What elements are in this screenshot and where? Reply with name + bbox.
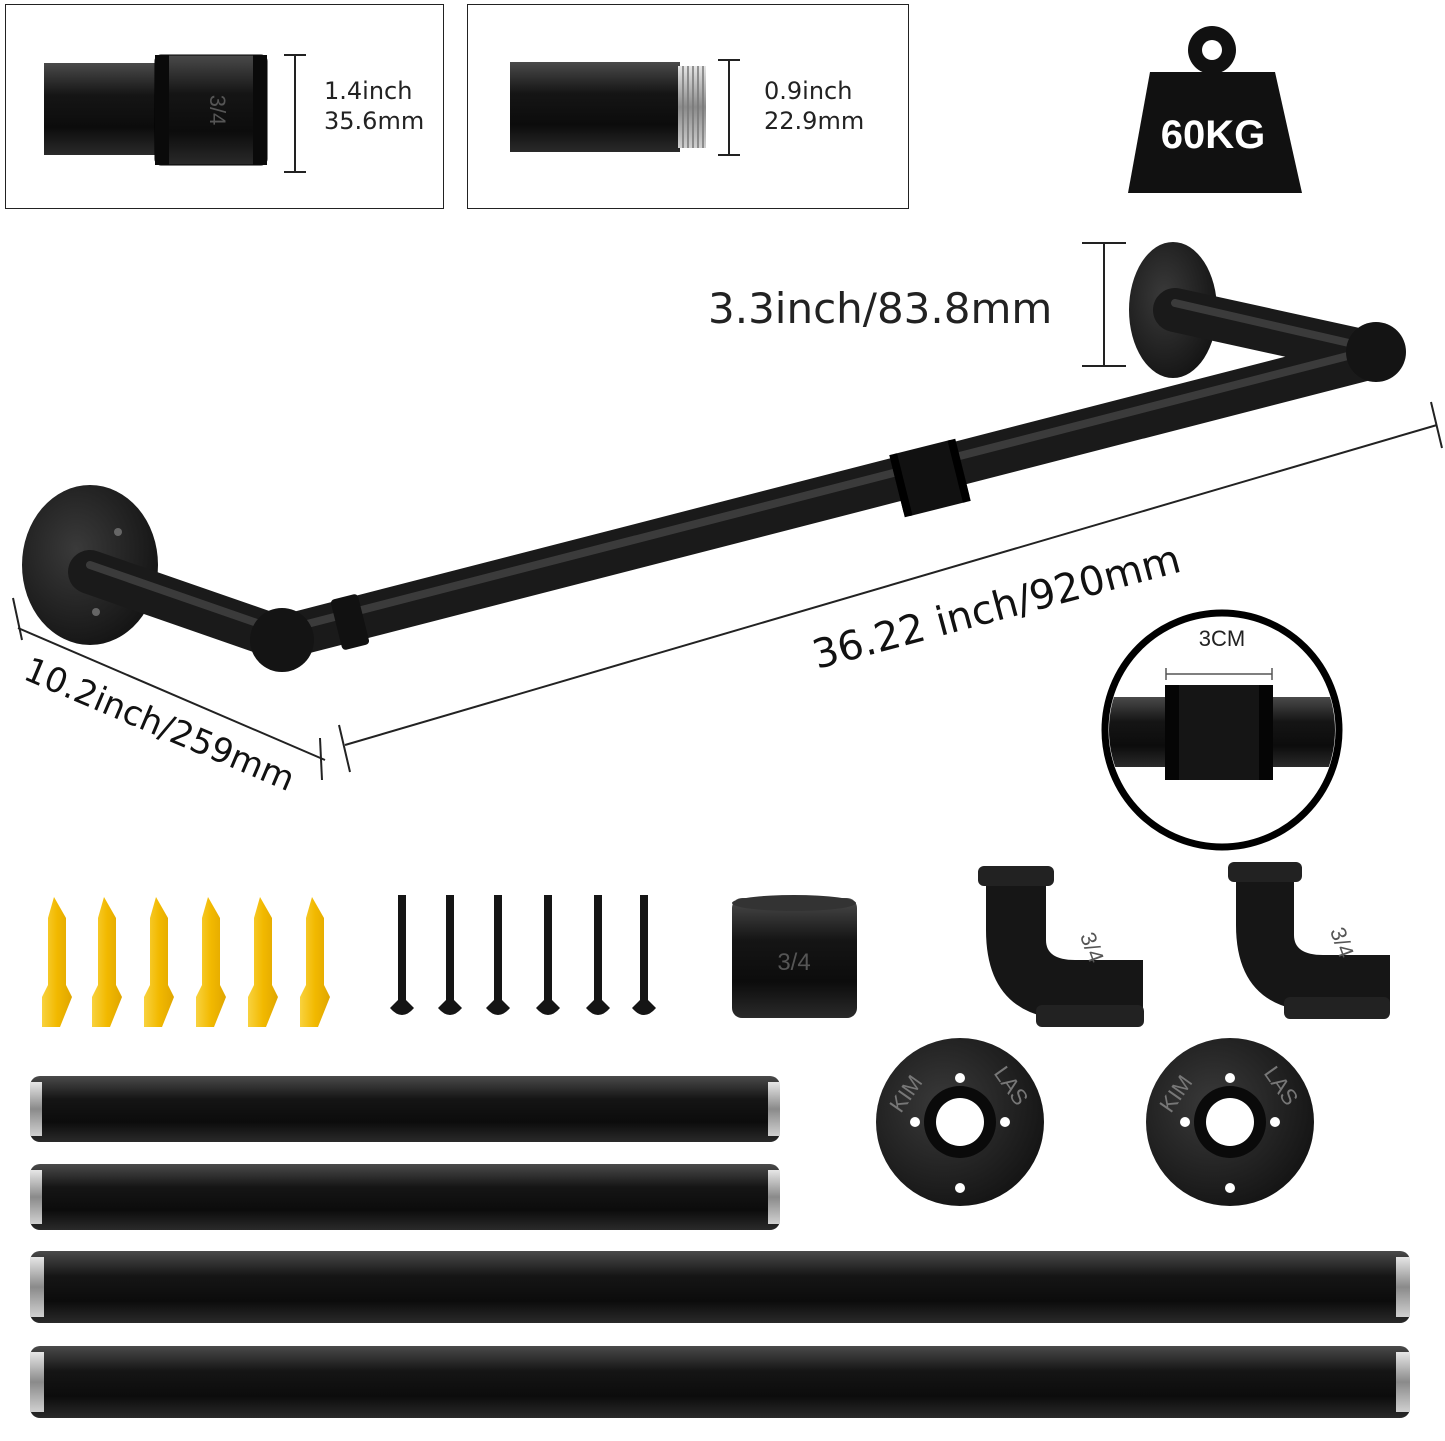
long-pipe xyxy=(30,1346,1410,1418)
short-pipe xyxy=(30,1076,780,1142)
wall-anchor xyxy=(144,897,174,1027)
thread-detail xyxy=(510,59,740,156)
coupling-zoom xyxy=(1101,609,1343,851)
thread-size-inch: 0.9inch xyxy=(764,77,853,105)
dimension-lines xyxy=(12,242,1443,781)
coupling-size-mm: 35.6mm xyxy=(324,107,425,135)
wall-anchor xyxy=(300,897,330,1027)
screw xyxy=(632,895,656,1015)
right-elbow xyxy=(1346,322,1406,382)
loose-elbow xyxy=(978,866,1144,1027)
screw xyxy=(390,895,414,1015)
left-elbow xyxy=(250,608,314,672)
thread-size-mm: 22.9mm xyxy=(764,107,865,135)
weight-icon xyxy=(1128,26,1302,193)
center-coupling xyxy=(889,438,971,518)
short-pipe xyxy=(30,1164,780,1230)
loose-elbow xyxy=(1228,862,1390,1019)
depth-dimension: 10.2inch/259mm xyxy=(18,650,300,800)
wall-anchor xyxy=(248,897,278,1027)
loose-flange xyxy=(1146,1038,1314,1206)
coupling-size-label: 1.4inch 35.6mm xyxy=(324,76,424,136)
wall-anchor xyxy=(42,897,72,1027)
screws xyxy=(390,895,656,1015)
loose-flange xyxy=(876,1038,1044,1206)
pipe-thread xyxy=(678,66,706,148)
coupling-detail xyxy=(44,54,306,173)
coupling-marking: 3/4 xyxy=(777,949,810,976)
rack-pipe xyxy=(68,288,1402,660)
coupling-size-inch: 1.4inch xyxy=(324,77,413,105)
wall-anchor xyxy=(196,897,226,1027)
pipe-rack-assembled xyxy=(22,242,1406,672)
pipe-segment xyxy=(44,63,164,155)
coupling-marking: 3/4 xyxy=(205,95,230,126)
screw xyxy=(438,895,462,1015)
wall-anchor xyxy=(92,897,122,1027)
coupling-width-label: 3CM xyxy=(1199,626,1245,651)
long-pipe xyxy=(30,1251,1410,1323)
screw xyxy=(486,895,510,1015)
height-dimension: 3.3inch/83.8mm xyxy=(708,284,1053,333)
thread-size-label: 0.9inch 22.9mm xyxy=(764,76,864,136)
pipes xyxy=(30,1076,1410,1418)
pipe-segment xyxy=(510,62,680,152)
loose-coupling xyxy=(732,895,857,1018)
screw xyxy=(536,895,560,1015)
wall-anchors xyxy=(42,897,330,1027)
screw xyxy=(586,895,610,1015)
weight-label: 60KG xyxy=(1161,113,1266,157)
